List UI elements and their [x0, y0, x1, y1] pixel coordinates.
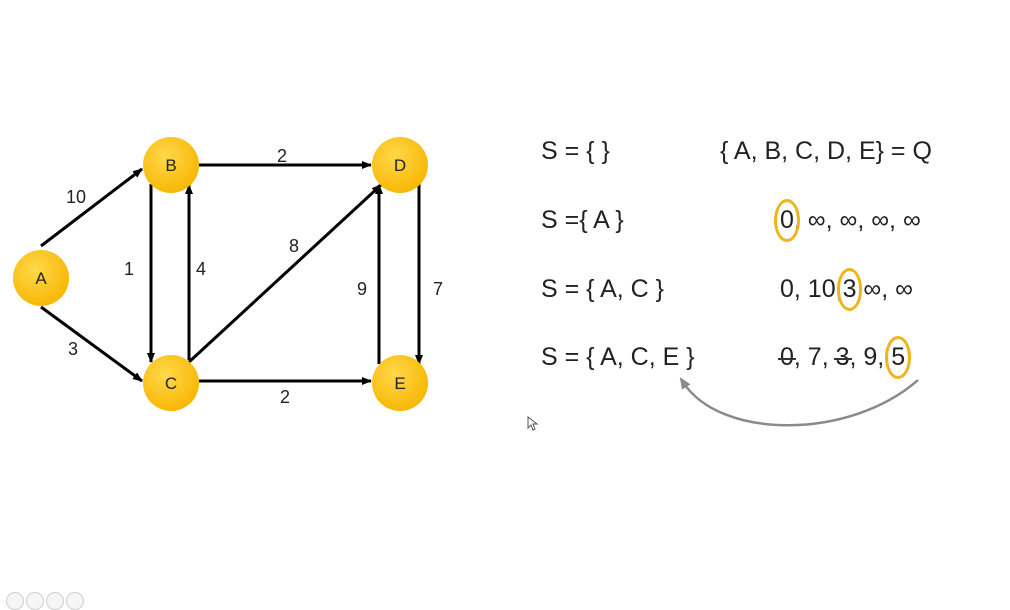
- node-a-label: A: [35, 269, 47, 288]
- node-d-label: D: [394, 156, 406, 175]
- slide-control-prev-icon[interactable]: [6, 592, 24, 610]
- edge-weight-a-c: 3: [68, 339, 78, 359]
- step-4-circled-value: 5: [885, 336, 911, 379]
- edge-weight-a-b: 10: [66, 187, 86, 207]
- node-b-label: B: [165, 156, 176, 175]
- step-4-distances: 0, 7, 3, 9, 5: [778, 336, 911, 379]
- step-4-struck-0: 0: [778, 343, 796, 371]
- edge-weight-c-e: 2: [280, 387, 290, 407]
- step-4-part-1: , 7,: [793, 343, 836, 371]
- slide-control-more-icon[interactable]: [66, 592, 84, 610]
- step-1-set: S = { }: [541, 137, 610, 165]
- step-3-circled-value: 3: [836, 268, 863, 311]
- step-2-circled-value: 0: [774, 199, 800, 242]
- graph-diagram: 10 3 2 1 4 8 2 9 7 A B C D E: [13, 137, 443, 411]
- slide-control-zoom-icon[interactable]: [46, 592, 64, 610]
- step-3-set: S = { A, C }: [541, 275, 664, 303]
- step-4-struck-3: 3: [833, 343, 852, 371]
- node-e: E: [372, 355, 428, 411]
- edge-c-d: [187, 183, 383, 364]
- node-c-label: C: [165, 374, 177, 393]
- edge-weight-b-d: 2: [277, 146, 287, 166]
- step-2-set: S ={ A }: [541, 206, 624, 234]
- node-e-label: E: [394, 374, 405, 393]
- step-1-queue: { A, B, C, D, E} = Q: [720, 137, 932, 165]
- step-4-part-2: , 9,: [849, 343, 892, 371]
- edge-weight-b-c: 1: [124, 259, 134, 279]
- slide-control-pen-icon[interactable]: [26, 592, 44, 610]
- step-4-set: S = { A, C, E }: [541, 343, 695, 371]
- edge-a-b: [40, 167, 143, 248]
- edge-weight-e-d: 9: [357, 279, 367, 299]
- step-2-rest: ∞, ∞, ∞, ∞: [800, 206, 921, 234]
- edge-weight-c-d: 8: [289, 236, 299, 256]
- node-b: B: [143, 137, 199, 193]
- step-3-rest: ∞, ∞: [856, 275, 913, 303]
- step-2-distances: 0, ∞, ∞, ∞, ∞: [774, 199, 921, 242]
- node-c: C: [143, 355, 199, 411]
- node-a: A: [13, 250, 69, 306]
- step-3-pre: 0, 10,: [780, 275, 843, 303]
- mouse-cursor-icon: [527, 416, 539, 431]
- edge-weight-c-b: 4: [196, 259, 206, 279]
- edge-weight-d-e: 7: [433, 279, 443, 299]
- step-3-distances: 0, 10,3 ∞, ∞: [780, 268, 913, 311]
- node-d: D: [372, 137, 428, 193]
- edge-a-c: [40, 305, 143, 383]
